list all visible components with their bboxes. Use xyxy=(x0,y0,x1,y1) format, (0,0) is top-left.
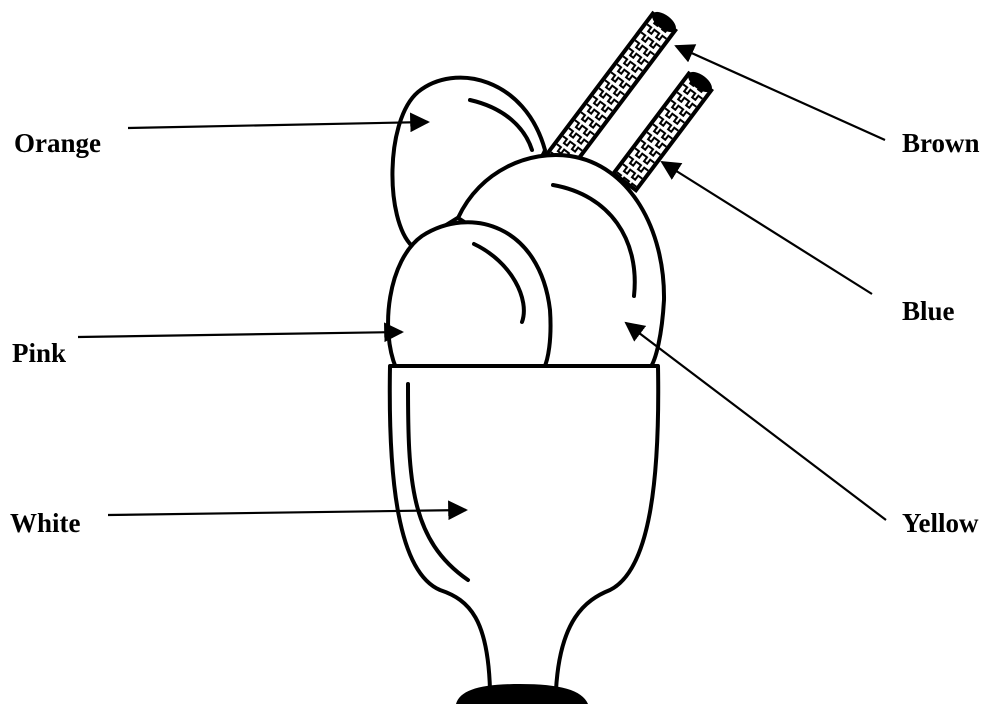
label-orange: Orange xyxy=(14,128,101,158)
pointer-pink xyxy=(77,322,404,343)
pointer-orange xyxy=(127,112,430,133)
label-brown: Brown xyxy=(902,128,980,158)
label-pink: Pink xyxy=(12,338,66,368)
cup-base xyxy=(456,684,588,704)
glass-cup xyxy=(387,364,661,704)
straw-blue xyxy=(610,70,714,194)
label-blue: Blue xyxy=(902,296,955,326)
label-yellow: Yellow xyxy=(902,508,979,538)
pointer-brown xyxy=(674,44,886,142)
pointer-blue xyxy=(660,160,873,295)
scoop-pink xyxy=(386,220,553,370)
pointer-white xyxy=(107,500,468,521)
label-white: White xyxy=(10,508,81,538)
pointer-yellow xyxy=(624,321,887,521)
